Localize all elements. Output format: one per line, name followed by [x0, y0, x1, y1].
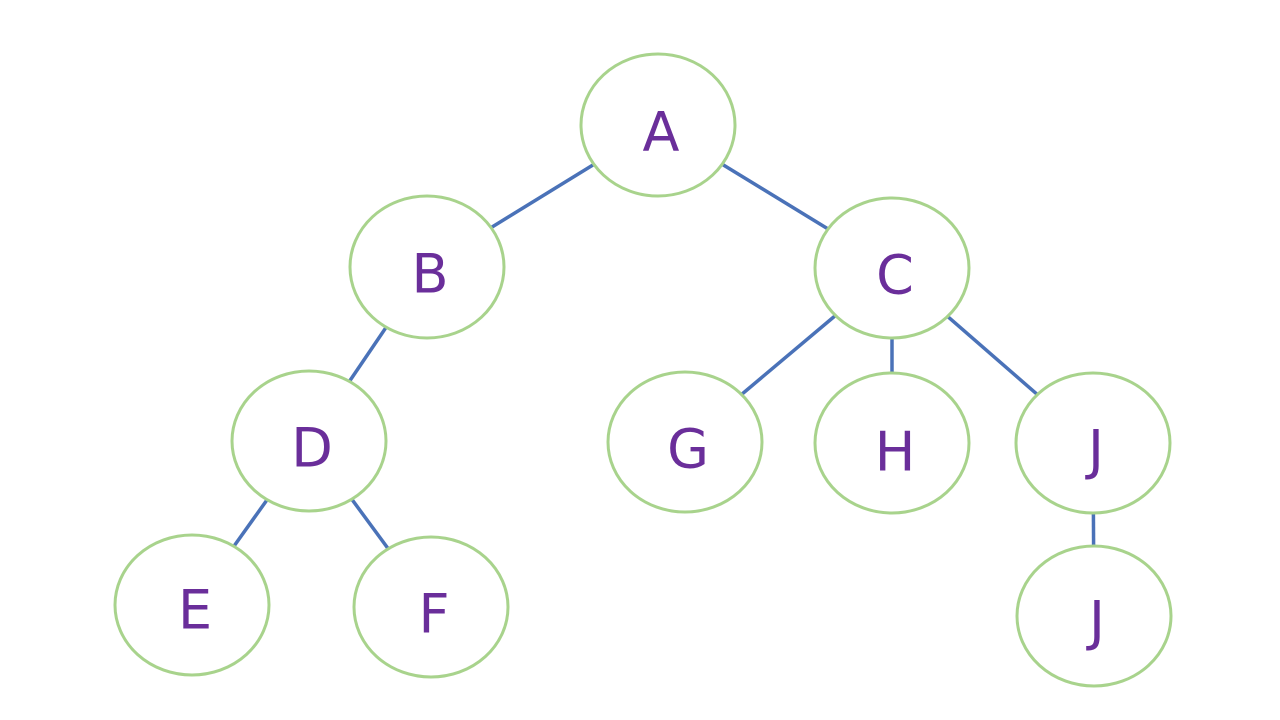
node-ellipse-a: [579, 52, 737, 198]
tree-node-c: C: [813, 196, 971, 340]
edge-c-j1: [946, 315, 1039, 396]
edge-b-d: [347, 326, 388, 383]
node-ellipse-c: [813, 196, 971, 340]
node-ellipse-g: [606, 370, 764, 514]
edge-a-c: [721, 162, 830, 231]
node-ellipse-d: [230, 369, 388, 513]
edge-a-b: [490, 162, 595, 230]
node-ellipse-e: [113, 533, 271, 677]
node-label-j2: J: [1086, 590, 1105, 653]
tree-node-e: E: [113, 533, 271, 677]
node-label-b: B: [411, 243, 448, 306]
edge-d-e: [232, 498, 269, 548]
nodes-layer: A B C D G H J E F J: [113, 52, 1173, 688]
node-label-c: C: [876, 244, 914, 307]
edge-d-f: [350, 498, 390, 550]
node-label-d: D: [291, 417, 333, 480]
node-label-a: A: [643, 101, 680, 164]
edges-layer: [232, 162, 1096, 550]
tree-node-j1: J: [1014, 371, 1172, 515]
node-ellipse-j1: [1014, 371, 1172, 515]
node-label-h: H: [875, 421, 916, 484]
edge-c-g: [740, 314, 837, 396]
node-label-f: F: [418, 583, 449, 646]
node-label-j1: J: [1085, 419, 1104, 482]
node-ellipse-j2: [1015, 544, 1173, 688]
tree-node-b: B: [348, 194, 506, 340]
tree-node-d: D: [230, 369, 388, 513]
tree-node-j2: J: [1015, 544, 1173, 688]
node-label-e: E: [178, 579, 212, 642]
node-ellipse-h: [813, 371, 971, 515]
node-ellipse-f: [352, 535, 510, 679]
node-ellipse-b: [348, 194, 506, 340]
tree-node-h: H: [813, 371, 971, 515]
node-label-g: G: [667, 418, 709, 481]
tree-node-a: A: [579, 52, 737, 198]
tree-node-f: F: [352, 535, 510, 679]
tree-node-g: G: [606, 370, 764, 514]
